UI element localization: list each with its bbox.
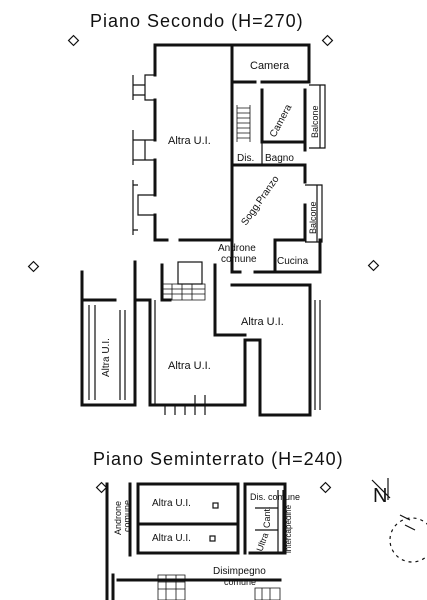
label-altra-ui-right: Altra U.I. [241,316,284,328]
label-bagno: Bagno [265,153,294,164]
corner-markers-upper [27,34,380,273]
upper-floor-title: Piano Secondo (H=270) [90,11,304,31]
label-sogg-pranzo: Sogg.Pranzo [239,174,281,228]
lower-floor-title: Piano Seminterrato (H=240) [93,449,344,469]
label-androne-line2: comune [221,254,257,265]
label-lower-intercapedine: intercapedine [284,504,293,553]
label-altra-ui-left: Altra U.I. [101,338,112,377]
label-lower-androne-line2: comune [122,500,132,532]
label-androne-line1: Androne [218,243,256,254]
label-camera-top: Camera [250,60,290,72]
north-label: N [373,485,387,507]
label-altra-ui-mid: Altra U.I. [168,360,211,372]
label-lower-cant: Cant. [262,506,272,528]
label-balcone-top: Balcone [310,105,320,138]
label-lower-androne-line1: Androne [113,501,123,535]
label-lower-altra-ui-2: Altra U.I. [152,533,191,544]
label-lower-dis-comune: Dis. comune [250,492,300,502]
label-balcone-right: Balcone [308,201,318,234]
label-lower-ultra: Ultra [254,531,270,552]
label-camera-rotated: Camera [268,102,295,139]
label-dis: Dis. [237,153,254,164]
label-lower-disimpegno-line1: Disimpegno [213,566,266,577]
lower-floor-plan [95,481,332,600]
upper-floor-plan [80,43,326,417]
label-lower-altra-ui-1: Altra U.I. [152,498,191,509]
label-altra-ui-main: Altra U.I. [168,135,211,147]
label-lower-disimpegno-line2: comune [224,577,256,587]
label-cucina: Cucina [277,256,309,267]
north-arrow-icon: N [371,478,427,563]
